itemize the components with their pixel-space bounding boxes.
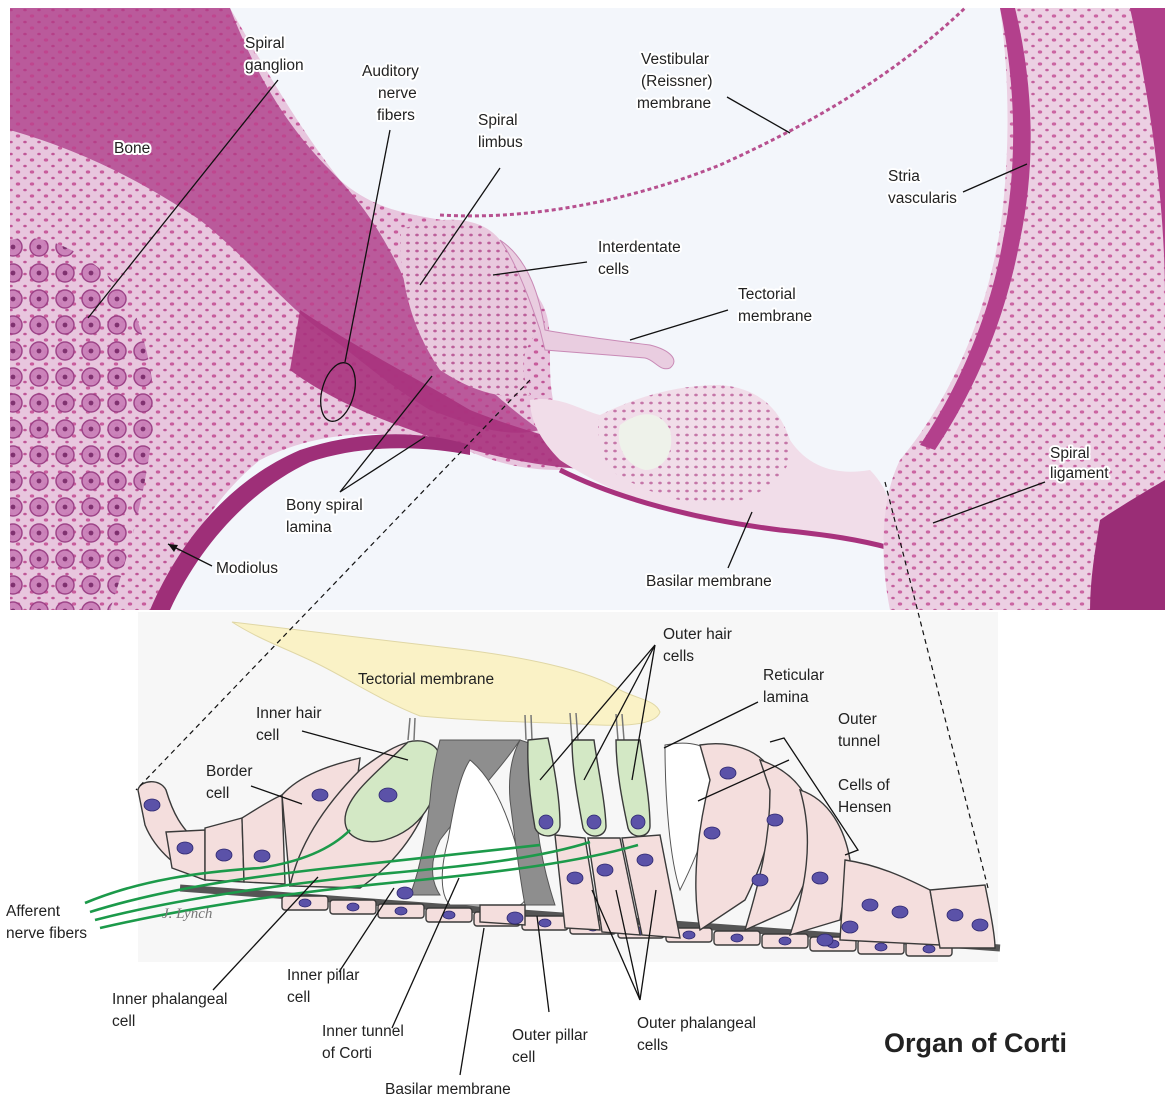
- label-inner-pillar-cell: Inner pillar cell: [287, 967, 364, 1006]
- signature: J. Lynch: [162, 906, 212, 922]
- label-basilar-membrane-diagram: Basilar membrane: [385, 1081, 511, 1098]
- label-tectorial-membrane-diagram: Tectorial membrane: [358, 671, 494, 688]
- border-cell-nucleus: [312, 789, 328, 801]
- label-inner-tunnel-of-corti: Inner tunnel of Corti: [322, 1023, 408, 1062]
- figure-title: Organ of Corti: [884, 1028, 1067, 1058]
- label-basilar-membrane-micrograph: Basilar membrane: [646, 573, 772, 590]
- label-outer-pillar-cell: Outer pillar cell: [512, 1027, 592, 1066]
- inner-pillar-nucleus: [397, 887, 413, 899]
- label-afferent-nerve-fibers: Afferent nerve fibers: [6, 903, 87, 942]
- outer-pillar-nucleus: [507, 912, 523, 924]
- inner-hair-cell-nucleus: [379, 788, 397, 802]
- outer-hair-cell-2-nucleus: [587, 815, 601, 829]
- micrograph: [10, 8, 1165, 610]
- label-bone: Bone: [114, 140, 150, 157]
- label-modiolus: Modiolus: [216, 560, 278, 577]
- outer-hair-cell-3-nucleus: [631, 815, 645, 829]
- label-vestibular-membrane: Vestibular (Reissner) membrane: [637, 51, 717, 112]
- label-outer-phalangeal-cells: Outer phalangeal cells: [637, 1015, 760, 1054]
- outer-hair-cell-1-nucleus: [539, 815, 553, 829]
- label-inner-phalangeal-cell: Inner phalangeal cell: [112, 991, 232, 1030]
